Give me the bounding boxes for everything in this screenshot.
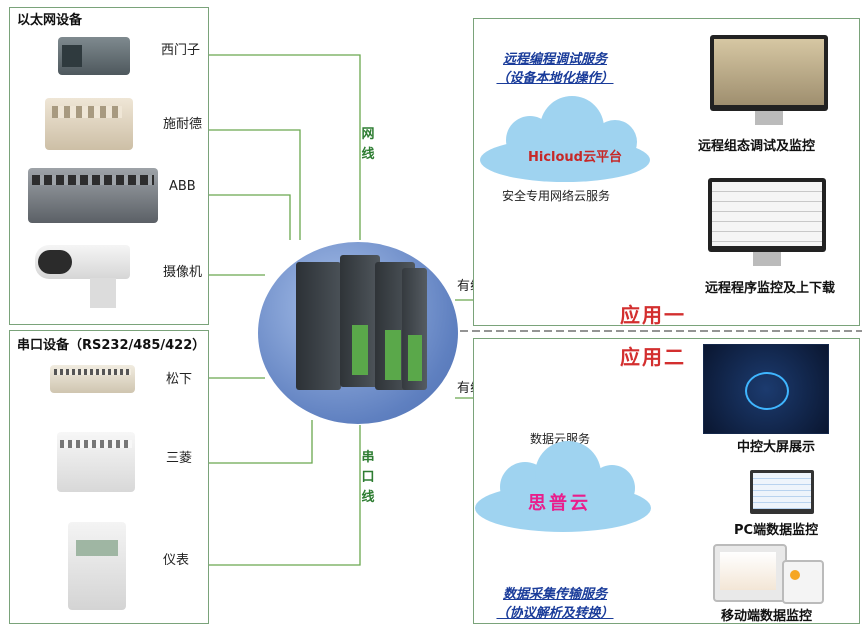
output-remote-program: 远程程序监控及上下载 <box>705 281 836 296</box>
device-label-panasonic: 松下 <box>166 372 193 387</box>
device-label-siemens: 西门子 <box>161 43 201 58</box>
gateway-device-1 <box>296 262 341 390</box>
sipu-cloud-label: 思普云 <box>528 493 591 514</box>
app2-label: 应用二 <box>620 345 686 369</box>
device-label-meter: 仪表 <box>163 553 190 568</box>
app1-label: 应用一 <box>620 303 686 327</box>
output-pc-monitoring: PC端数据监控 <box>734 523 819 538</box>
device-label-camera: 摄像机 <box>163 265 203 280</box>
serial-panel-title: 串口设备（RS232/485/422） <box>17 338 206 353</box>
serial-cable-label: 串 口 线 <box>361 450 375 505</box>
hicloud-service-label: 安全专用网络云服务 <box>502 189 611 203</box>
app2-service-title: 数据采集传输服务 （协议解析及转换） <box>496 587 614 621</box>
device-label-mitsubishi: 三菱 <box>166 451 193 466</box>
network-cable-label: 网 线 <box>361 127 375 162</box>
ethernet-panel-title: 以太网设备 <box>17 13 83 28</box>
app1-service-title: 远程编程调试服务 （设备本地化操作） <box>496 52 614 86</box>
output-remote-scada: 远程组态调试及监控 <box>698 139 816 154</box>
device-label-abb: ABB <box>169 179 196 194</box>
device-label-schneider: 施耐德 <box>163 117 203 132</box>
output-mobile-monitoring: 移动端数据监控 <box>721 609 813 624</box>
hicloud-label: Hicloud云平台 <box>528 150 622 165</box>
output-dashboard: 中控大屏展示 <box>737 440 816 455</box>
meter-image <box>68 522 126 610</box>
